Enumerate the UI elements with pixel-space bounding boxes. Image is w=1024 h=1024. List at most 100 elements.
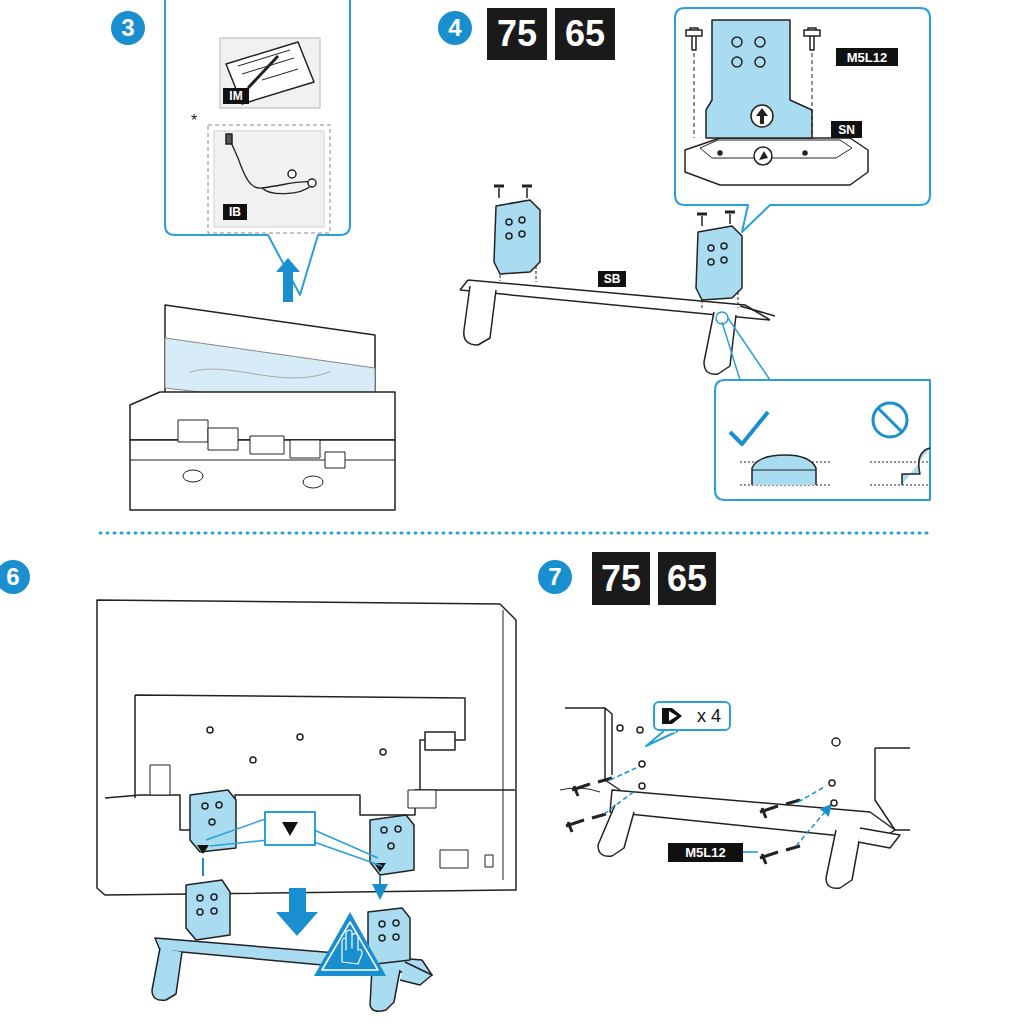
tv-bottom (875, 748, 910, 830)
tv-in-box (290, 440, 320, 458)
stand-base (393, 934, 399, 940)
stand-base (704, 312, 736, 374)
detail-panel (730, 412, 768, 444)
bracket-illustration (381, 827, 387, 833)
manual-illustration (226, 42, 314, 104)
step-number: 3 (111, 11, 145, 45)
tv-in-box (303, 476, 323, 488)
bracket-illustration (494, 186, 735, 214)
bracket-illustration (519, 231, 525, 237)
tv-back (135, 695, 465, 798)
tv-in-box (208, 428, 238, 450)
manual-illustration (238, 50, 290, 66)
screw-icon (686, 28, 820, 50)
detail-panel (878, 408, 902, 432)
tv-bottom (832, 738, 840, 746)
screw-icon (572, 778, 612, 796)
detail-panel (716, 312, 728, 324)
tv-back (485, 855, 493, 867)
detail-panel (675, 8, 930, 232)
cable-illustration (214, 131, 324, 227)
bracket-illustration (494, 200, 540, 274)
neck-detail (755, 57, 765, 67)
step-number: 6 (0, 560, 30, 594)
tv-in-box (183, 470, 203, 482)
node-text: M5L12 (685, 845, 725, 860)
detail-panel (715, 312, 930, 500)
tv-in-box (130, 460, 395, 461)
footnote-mark: * (191, 112, 197, 130)
tv-back (250, 757, 256, 763)
node-text: 7 (548, 563, 561, 591)
screw-arrow-icon (662, 708, 682, 724)
bracket-illustration (494, 186, 742, 308)
bracket-illustration (190, 790, 414, 875)
node-text: 4 (448, 14, 461, 42)
bracket-illustration (499, 188, 730, 226)
tv-in-box (130, 392, 395, 440)
node-text: SB (604, 272, 621, 286)
manual-illustration (262, 69, 298, 80)
stand-base (464, 286, 496, 345)
node-text: IM (229, 89, 242, 103)
stand-base (197, 895, 203, 901)
detail-panel (752, 455, 816, 485)
screw-icon (760, 800, 800, 818)
down-arrow (276, 888, 318, 936)
cable-illustration (208, 125, 330, 233)
stand-base (400, 962, 432, 985)
stand-base (211, 894, 217, 900)
neck-detail (732, 37, 742, 47)
node-text: x 4 (697, 706, 721, 727)
screw-icon (831, 800, 837, 806)
screw-tag: M5L12 (836, 48, 898, 66)
model-size-box: 75 (487, 8, 547, 60)
tv-in-box (178, 420, 208, 442)
tv-back (503, 610, 504, 880)
screw-icon (639, 761, 645, 767)
tv-back (150, 765, 170, 795)
neck-detail (759, 151, 768, 160)
neck-detail (694, 46, 812, 138)
screw-icon (604, 768, 830, 846)
cable-illustration (288, 170, 296, 178)
stand-base (826, 830, 860, 888)
stand-base (610, 790, 895, 840)
neck-detail (700, 140, 852, 158)
callout-tail (646, 731, 678, 746)
screw-icon (686, 28, 702, 50)
stand-base (186, 880, 230, 940)
bracket-illustration (209, 819, 215, 825)
down-arrow (276, 888, 318, 936)
stand-base (152, 948, 182, 1000)
node-text: 75 (497, 13, 537, 55)
marker-callout (265, 812, 315, 845)
bracket-illustration (388, 843, 394, 849)
warning-icon (314, 912, 386, 976)
bracket-illustration (721, 243, 727, 249)
neck-detail (754, 147, 772, 165)
stand-base (598, 790, 900, 888)
neck-detail (751, 105, 773, 127)
bracket-illustration (190, 790, 236, 852)
neck-detail (685, 20, 868, 185)
bracket-illustration (708, 259, 714, 265)
bracket-illustration (216, 802, 222, 808)
tv-back (97, 600, 516, 895)
tv-in-box (325, 452, 345, 468)
stand-base (379, 921, 385, 927)
tv-bottom (637, 727, 643, 733)
detail-panel (752, 470, 816, 471)
neck-detail (706, 20, 812, 138)
node-text: 3 (121, 14, 134, 42)
separator (100, 532, 930, 535)
neck-detail (732, 57, 742, 67)
warning-icon (314, 912, 386, 976)
tv-back (425, 732, 455, 750)
callout-tail (646, 731, 678, 746)
node-text: IB (229, 205, 241, 219)
node-text: 65 (667, 558, 707, 600)
neck-detail (756, 108, 768, 124)
screw-arrow-icon (662, 708, 682, 724)
